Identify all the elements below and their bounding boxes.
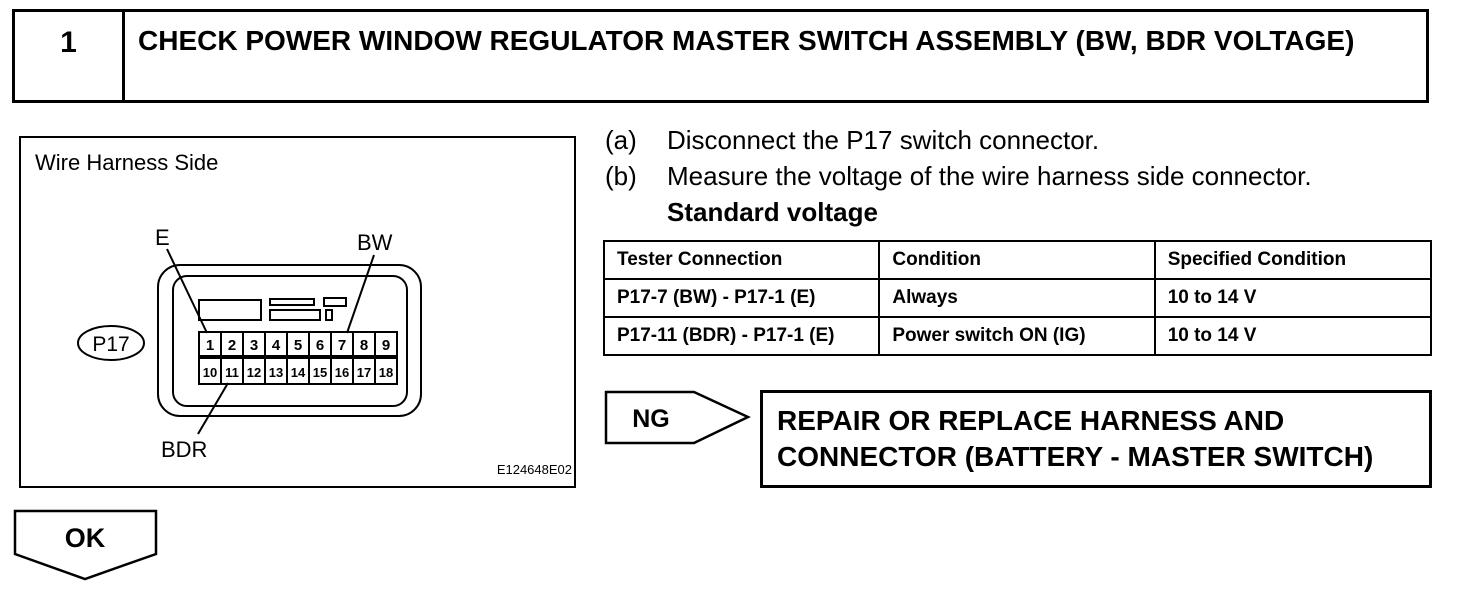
pin-number: 18	[379, 365, 393, 380]
table-cell: Power switch ON (IG)	[878, 316, 1156, 356]
pin-cell	[374, 357, 398, 385]
pin-number: 17	[357, 365, 371, 380]
table-row: P17-11 (BDR) - P17-1 (E) Power switch ON…	[602, 316, 1433, 356]
pin-10: 10	[198, 357, 222, 385]
ng-result-line1: REPAIR OR REPLACE HARNESS AND	[777, 405, 1285, 436]
diagram-caption: Wire Harness Side	[35, 150, 218, 175]
pin-number: 10	[203, 365, 217, 380]
pin-3: 3	[242, 331, 266, 357]
pin-number: 8	[360, 337, 368, 354]
ng-result-line2: CONNECTOR (BATTERY - MASTER SWITCH)	[777, 441, 1374, 472]
connector-inner-outline	[172, 275, 408, 407]
pin-number: 3	[250, 337, 258, 354]
pin-2: 2	[220, 331, 244, 357]
table-header-cell: Condition	[878, 240, 1156, 280]
step-number: 1	[15, 12, 125, 100]
pin-9: 9	[374, 331, 398, 357]
pin-16: 16	[330, 357, 354, 385]
pin-number: 1	[206, 337, 214, 354]
ok-arrow-shape: OK	[13, 509, 158, 581]
figure-code: E124648E02	[497, 462, 572, 477]
table-cell: 10 to 14 V	[1153, 316, 1433, 356]
table-header-cell: Tester Connection	[602, 240, 881, 280]
leader-line-e	[166, 248, 208, 334]
pin-11: 11	[220, 357, 244, 385]
table-header-cell: Specified Condition	[1153, 240, 1433, 280]
step-b-label: (b)	[605, 161, 637, 191]
ng-arrow-shape: NG	[604, 390, 751, 445]
pin-number: 15	[313, 365, 327, 380]
pin-cell	[374, 331, 398, 357]
pin-17: 17	[352, 357, 376, 385]
ok-label: OK	[65, 523, 106, 553]
connector-label: P17	[92, 333, 129, 356]
pin-4: 4	[264, 331, 288, 357]
ng-label: NG	[632, 405, 670, 433]
connector-label-oval	[77, 325, 145, 361]
pin-number: 6	[316, 337, 324, 354]
pin-number: 4	[272, 337, 281, 354]
table-cell: P17-7 (BW) - P17-1 (E)	[602, 278, 881, 318]
table-cell: 10 to 14 V	[1153, 278, 1433, 318]
label-bdr: BDR	[161, 437, 207, 462]
pin-number: 5	[294, 337, 302, 354]
spec-table: Tester Connection Condition Specified Co…	[602, 240, 1433, 356]
standard-voltage-label: Standard voltage	[667, 197, 878, 227]
pin-number: 12	[247, 365, 261, 380]
step-b-text: Measure the voltage of the wire harness …	[667, 161, 1312, 191]
pin-5: 5	[286, 331, 310, 357]
pin-12: 12	[242, 357, 266, 385]
connector-outer-outline	[157, 264, 422, 417]
pin-18: 18	[374, 357, 398, 385]
ng-branch: NG	[604, 390, 754, 453]
pin-8: 8	[352, 331, 376, 357]
ng-arrow-outline	[604, 390, 751, 445]
table-header-row: Tester Connection Condition Specified Co…	[602, 240, 1433, 280]
table-cell: P17-11 (BDR) - P17-1 (E)	[602, 316, 881, 356]
latch-slot	[323, 297, 347, 307]
pin-7: 7	[330, 331, 354, 357]
pin-number: 7	[338, 337, 346, 354]
latch-slot	[325, 309, 333, 321]
latch-slot	[198, 299, 262, 321]
pin-6: 6	[308, 331, 332, 357]
table-row: P17-7 (BW) - P17-1 (E) Always 10 to 14 V	[602, 278, 1433, 318]
pin-number: 13	[269, 365, 283, 380]
ng-result-box: REPAIR OR REPLACE HARNESS AND CONNECTOR …	[760, 390, 1432, 488]
step-header: 1 CHECK POWER WINDOW REGULATOR MASTER SW…	[12, 9, 1429, 103]
pin-1: 1	[198, 331, 222, 357]
label-bw: BW	[357, 230, 393, 255]
pin-number: 14	[291, 365, 306, 380]
label-e: E	[155, 225, 170, 250]
leader-line-bw	[346, 254, 375, 334]
leader-line-bdr	[197, 382, 229, 435]
ok-arrow-outline	[13, 509, 158, 581]
pin-number: 9	[382, 337, 390, 354]
pin-number: 16	[335, 365, 349, 380]
pin-number: 2	[228, 337, 236, 354]
step-a-text: Disconnect the P17 switch connector.	[667, 125, 1100, 155]
step-title: CHECK POWER WINDOW REGULATOR MASTER SWIT…	[138, 25, 1355, 56]
latch-slot	[269, 298, 315, 306]
pin-13: 13	[264, 357, 288, 385]
table-cell: Always	[878, 278, 1156, 318]
step-a-label: (a)	[605, 125, 637, 155]
pin-15: 15	[308, 357, 332, 385]
latch-slot	[269, 309, 321, 321]
pin-14: 14	[286, 357, 310, 385]
ok-branch: OK	[13, 509, 161, 588]
pin-number: 11	[225, 365, 239, 380]
